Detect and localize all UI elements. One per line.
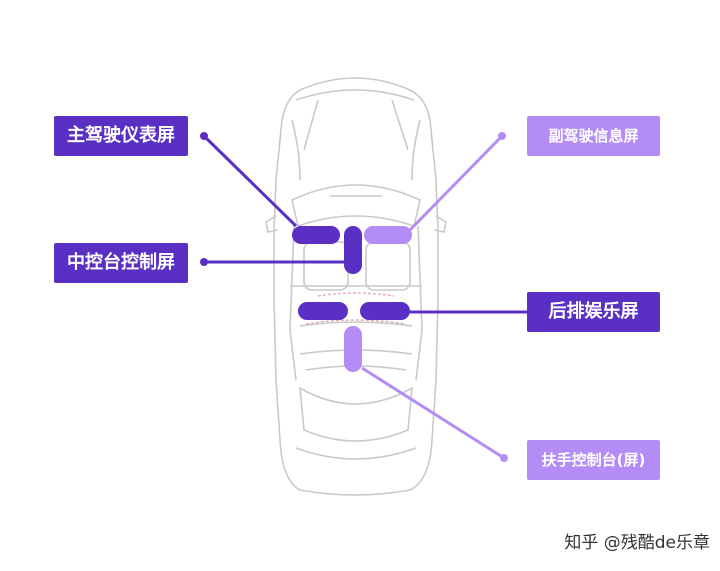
label-armrest: 扶手控制台(屏) — [527, 440, 660, 480]
label-center-console: 中控台控制屏 — [54, 243, 188, 283]
driver-cluster-screen — [292, 226, 340, 244]
rear-right-screen — [360, 302, 410, 320]
armrest-screen — [344, 326, 362, 372]
rear-seat-outline — [305, 292, 407, 325]
rear-left-screen — [298, 302, 348, 320]
car-outline — [265, 77, 447, 496]
center-console-screen — [344, 226, 362, 274]
passenger-screen — [364, 226, 412, 244]
leader-lines — [202, 134, 528, 460]
leader-dots — [200, 132, 508, 462]
label-rear-entertainment: 后排娱乐屏 — [527, 292, 660, 332]
label-passenger: 副驾驶信息屏 — [527, 116, 660, 156]
watermark: 知乎 @残酷de乐章 — [564, 533, 710, 553]
label-driver-cluster: 主驾驶仪表屏 — [54, 116, 188, 156]
